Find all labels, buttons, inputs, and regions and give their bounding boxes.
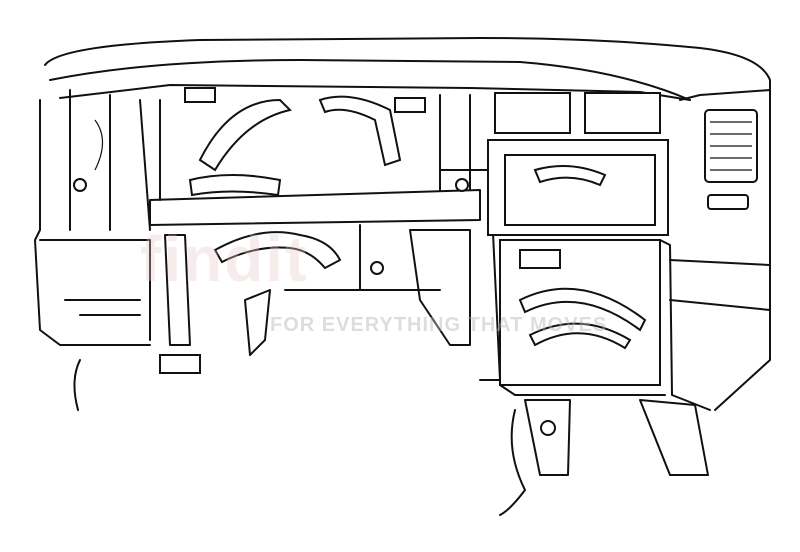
center-bracket [409, 229, 471, 346]
support-leg-left [524, 399, 571, 476]
wire-harness [198, 98, 292, 172]
left-end-panel [34, 99, 151, 346]
dash-top-pad [44, 37, 771, 411]
watermark-tagline: FOR EVERYTHING THAT MOVES [270, 314, 608, 336]
support-leg-right [639, 399, 709, 476]
cross-car-beam [149, 189, 481, 226]
watermark-logo: findit [140, 223, 309, 295]
